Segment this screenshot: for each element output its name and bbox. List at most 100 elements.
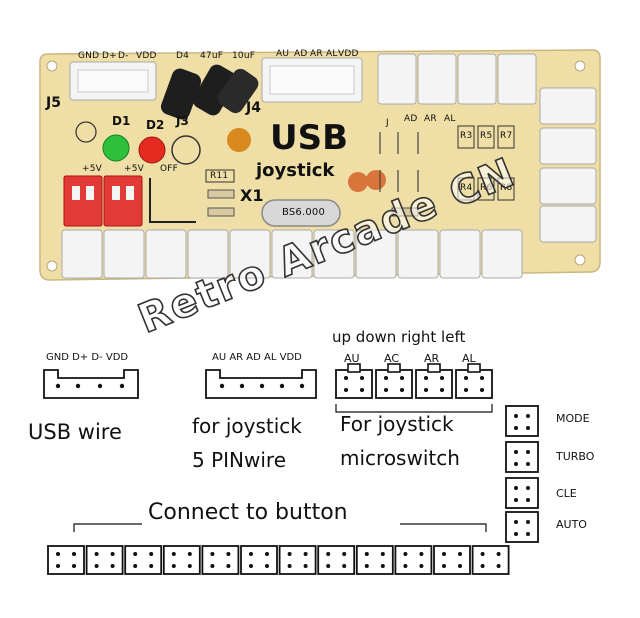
silk-mark-al: AL [444, 114, 456, 124]
pin-wire-label: 5 PINwire [192, 448, 287, 472]
silk-mark-ad: AD [404, 114, 418, 124]
off-label: OFF [160, 164, 179, 174]
button-connector [317, 545, 356, 575]
usb-pin-label-vdd: VDD [136, 51, 157, 61]
resistor-label-r11: R11 [210, 171, 229, 181]
ceramic-capacitor-icon [348, 172, 368, 192]
button-connector [124, 545, 163, 575]
button-pin-dot [72, 564, 76, 568]
direction-label-ar: AR [424, 352, 440, 365]
button-pin-dot [94, 564, 99, 568]
joystick-5pin-connector [205, 369, 317, 399]
power-connectors [63, 175, 143, 227]
joy-pin-label-al: AL [326, 49, 338, 59]
button-pin-dot [226, 564, 231, 568]
button-pin-dot [187, 552, 192, 556]
button-pin-dot [326, 552, 331, 556]
side-label-mode: MODE [556, 412, 590, 425]
joy-pin-label-ad: AD [294, 49, 308, 59]
connector-label-j4: J4 [246, 100, 261, 116]
button-pin-dot [133, 552, 138, 556]
button-pin-dot [171, 552, 176, 556]
button-pin-dot [442, 564, 446, 568]
crystal-oscillator [261, 199, 341, 227]
connect-to-button-label: Connect to button [148, 500, 348, 525]
direction-2pin-notches [347, 363, 481, 373]
button-pin-dot [171, 564, 176, 568]
button-pin-dot [287, 552, 292, 556]
button-pin-dot [226, 552, 231, 556]
resistor-array [457, 125, 515, 201]
button-pin-dot [364, 552, 369, 556]
resistor-label-r4: R4 [460, 183, 473, 193]
diode-icon [75, 121, 97, 143]
mount-hole-icon [574, 254, 586, 266]
button-pin-dot [265, 564, 269, 568]
button-connector [433, 545, 471, 575]
button-pin-dot [419, 564, 424, 568]
button-pin-dot [380, 552, 385, 556]
direction-connectors [377, 53, 537, 105]
button-pin-dot [187, 564, 192, 568]
button-pin-dot [458, 552, 462, 556]
mount-hole-icon [46, 60, 58, 72]
side-label-cle: CLE [556, 487, 577, 500]
function-2pin-connectors [505, 405, 539, 543]
button-pin-dot [110, 564, 115, 568]
usb-pin-label-dminus: D- [118, 51, 129, 61]
button-pin-dot [496, 552, 501, 556]
direction-label-al: AL [462, 352, 476, 365]
ceramic-capacitor-icon [366, 170, 386, 190]
button-pin-dot [265, 552, 269, 556]
resistor-label-r8: R8 [500, 183, 513, 193]
button-pin-dot [56, 564, 60, 568]
button-connector [162, 545, 201, 575]
diode-icon [171, 135, 201, 165]
button-2pin-connectors [47, 545, 510, 575]
button-connector [201, 545, 240, 575]
resistor-r11 [205, 169, 235, 183]
button-pin-dot [210, 552, 215, 556]
button-pin-dot [149, 552, 154, 556]
button-pin-dot [403, 564, 408, 568]
crystal-label-x1: X1 [240, 186, 264, 205]
joystick-encoder-board [39, 49, 601, 281]
usb-4pin-connector [43, 369, 139, 399]
button-pin-dot [72, 552, 76, 556]
resistor-label-r5: R5 [480, 131, 493, 141]
button-pin-dot [480, 564, 485, 568]
function-connectors [539, 87, 597, 243]
microswitch-label: microswitch [340, 446, 460, 470]
direction-label-ac: AC [384, 352, 400, 365]
button-pin-dot [94, 552, 99, 556]
button-connector [355, 545, 394, 575]
for-joystick-switch-label: For joystick [340, 412, 454, 436]
button-pin-dot [442, 552, 446, 556]
button-pin-dot [56, 552, 60, 556]
button-connector [278, 545, 317, 575]
button-pin-dot [110, 552, 115, 556]
board-title-joystick: joystick [256, 160, 335, 181]
side-label-auto: AUTO [556, 518, 587, 531]
joy-pin-label-vdd: VDD [338, 49, 359, 59]
joy-pin-label-au: AU [276, 49, 290, 59]
board-title-usb: USB [270, 118, 349, 158]
button-pin-dot [303, 564, 308, 568]
usb-pin-label-dplus: D+ [102, 51, 117, 61]
mount-hole-icon [574, 60, 586, 72]
button-pin-dot [210, 564, 215, 568]
cap-label-d4: D4 [176, 51, 190, 61]
button-connector [240, 545, 278, 575]
wiring-diagram [43, 363, 539, 575]
button-pin-dot [403, 552, 408, 556]
for-joystick-label: for joystick [192, 414, 302, 438]
green-led-icon [102, 134, 130, 162]
cap-label-10uf: 10uF [232, 51, 256, 61]
button-pin-dot [458, 564, 462, 568]
crystal-value: BS6.000 [282, 207, 326, 218]
electrolytic-capacitors [160, 64, 259, 120]
button-connector [85, 545, 124, 575]
mount-hole-icon [46, 260, 58, 272]
direction-heading: up down right left [332, 328, 466, 346]
red-led-icon [138, 136, 166, 164]
